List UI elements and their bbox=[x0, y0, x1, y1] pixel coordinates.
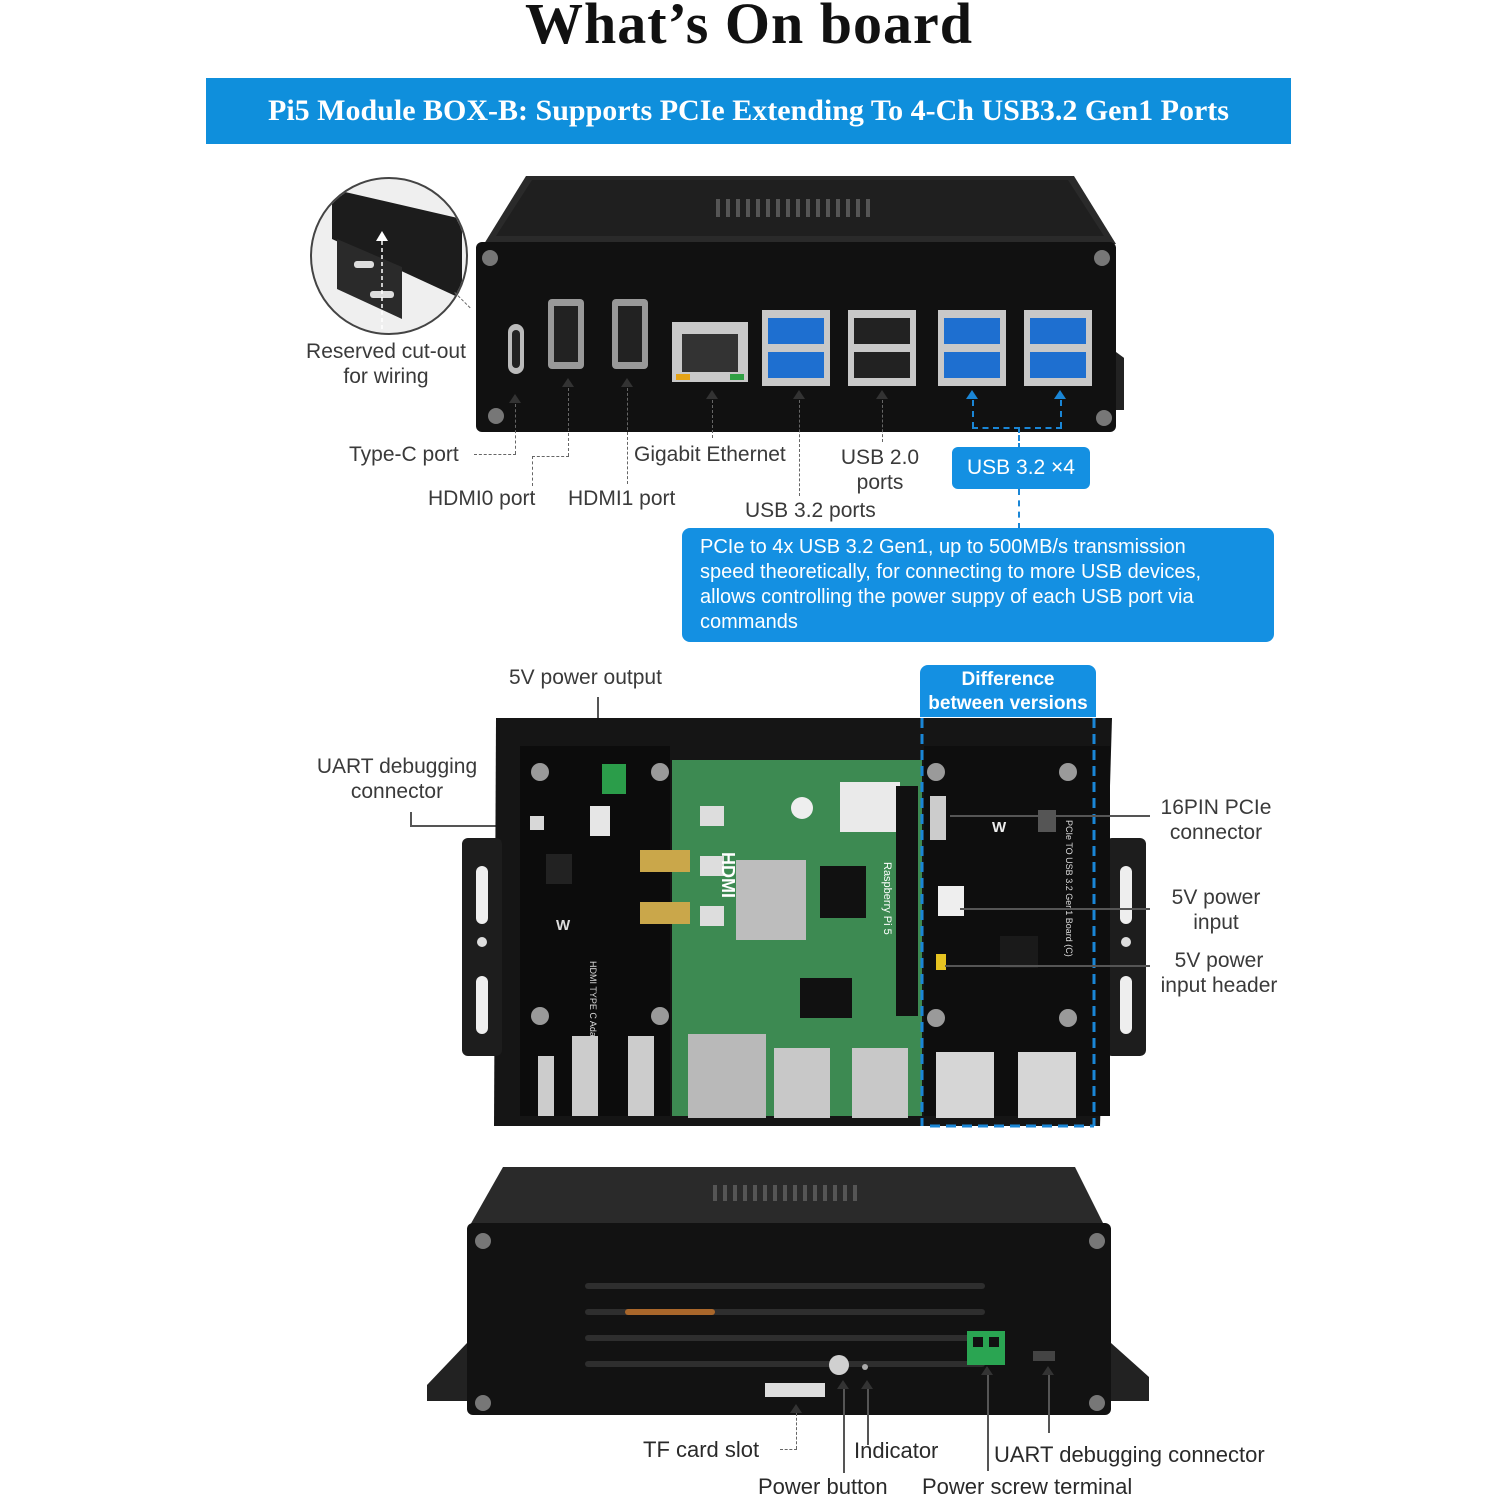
usb32-ports-label: USB 3.2 ports bbox=[745, 499, 876, 522]
indicator-arrow-icon bbox=[861, 1380, 873, 1389]
uart-debugging-connector-label: UART debugging connector bbox=[994, 1442, 1265, 1467]
usb20-arrow-icon bbox=[876, 390, 888, 399]
svg-text:W: W bbox=[992, 819, 1007, 836]
front-case-image bbox=[476, 176, 1124, 432]
hdmi1-port-label: HDMI1 port bbox=[568, 487, 676, 510]
usb32-arrow-icon bbox=[793, 390, 805, 399]
cutout-detail-inset bbox=[310, 177, 468, 335]
svg-text:HDMI: HDMI bbox=[718, 852, 738, 898]
hdmi1-arrow-icon bbox=[621, 378, 633, 387]
back-case-image bbox=[427, 1167, 1149, 1415]
tf-card-arrow-icon bbox=[790, 1404, 802, 1413]
svg-text:W: W bbox=[556, 917, 571, 934]
svg-text:PCIe TO USB 3.2 Gen1 Board (C): PCIe TO USB 3.2 Gen1 Board (C) bbox=[1064, 820, 1074, 957]
power-screw-terminal-label: Power screw terminal bbox=[922, 1474, 1133, 1498]
5v-power-output-label: 5V power output bbox=[509, 666, 662, 689]
svg-text:Raspberry Pi 5: Raspberry Pi 5 bbox=[881, 862, 893, 935]
product-banner: Pi5 Module BOX-B: Supports PCIe Extendin… bbox=[206, 78, 1291, 144]
type-c-port-label: Type-C port bbox=[349, 443, 459, 466]
internal-board-image: HDMI TYPE C Adapter for Pi5 W HDMI Raspb… bbox=[462, 718, 1146, 1128]
pcie-usb-callout: PCIe to 4x USB 3.2 Gen1, up to 500MB/s t… bbox=[682, 528, 1274, 642]
uart-back-arrow-icon bbox=[1042, 1366, 1054, 1375]
ethernet-arrow-icon bbox=[706, 390, 718, 399]
gigabit-ethernet-label: Gigabit Ethernet bbox=[634, 443, 786, 466]
indicator-label: Indicator bbox=[854, 1438, 939, 1463]
power-terminal-arrow-icon bbox=[981, 1366, 993, 1375]
svg-text:HDMI TYPE C Adapter for Pi5: HDMI TYPE C Adapter for Pi5 bbox=[588, 961, 598, 1081]
usb32-x4-badge: USB 3.2 ×4 bbox=[952, 447, 1090, 489]
type-c-arrow-icon bbox=[509, 394, 521, 403]
usb32x4-left-arrow-icon bbox=[966, 390, 978, 399]
page-title: What’s On board bbox=[525, 0, 973, 56]
usb32x4-right-arrow-icon bbox=[1054, 390, 1066, 399]
hdmi0-arrow-icon bbox=[562, 378, 574, 387]
power-button-label: Power button bbox=[758, 1474, 888, 1498]
hdmi0-port-label: HDMI0 port bbox=[428, 487, 536, 510]
tf-card-slot-label: TF card slot bbox=[643, 1437, 760, 1462]
power-button-arrow-icon bbox=[837, 1380, 849, 1389]
